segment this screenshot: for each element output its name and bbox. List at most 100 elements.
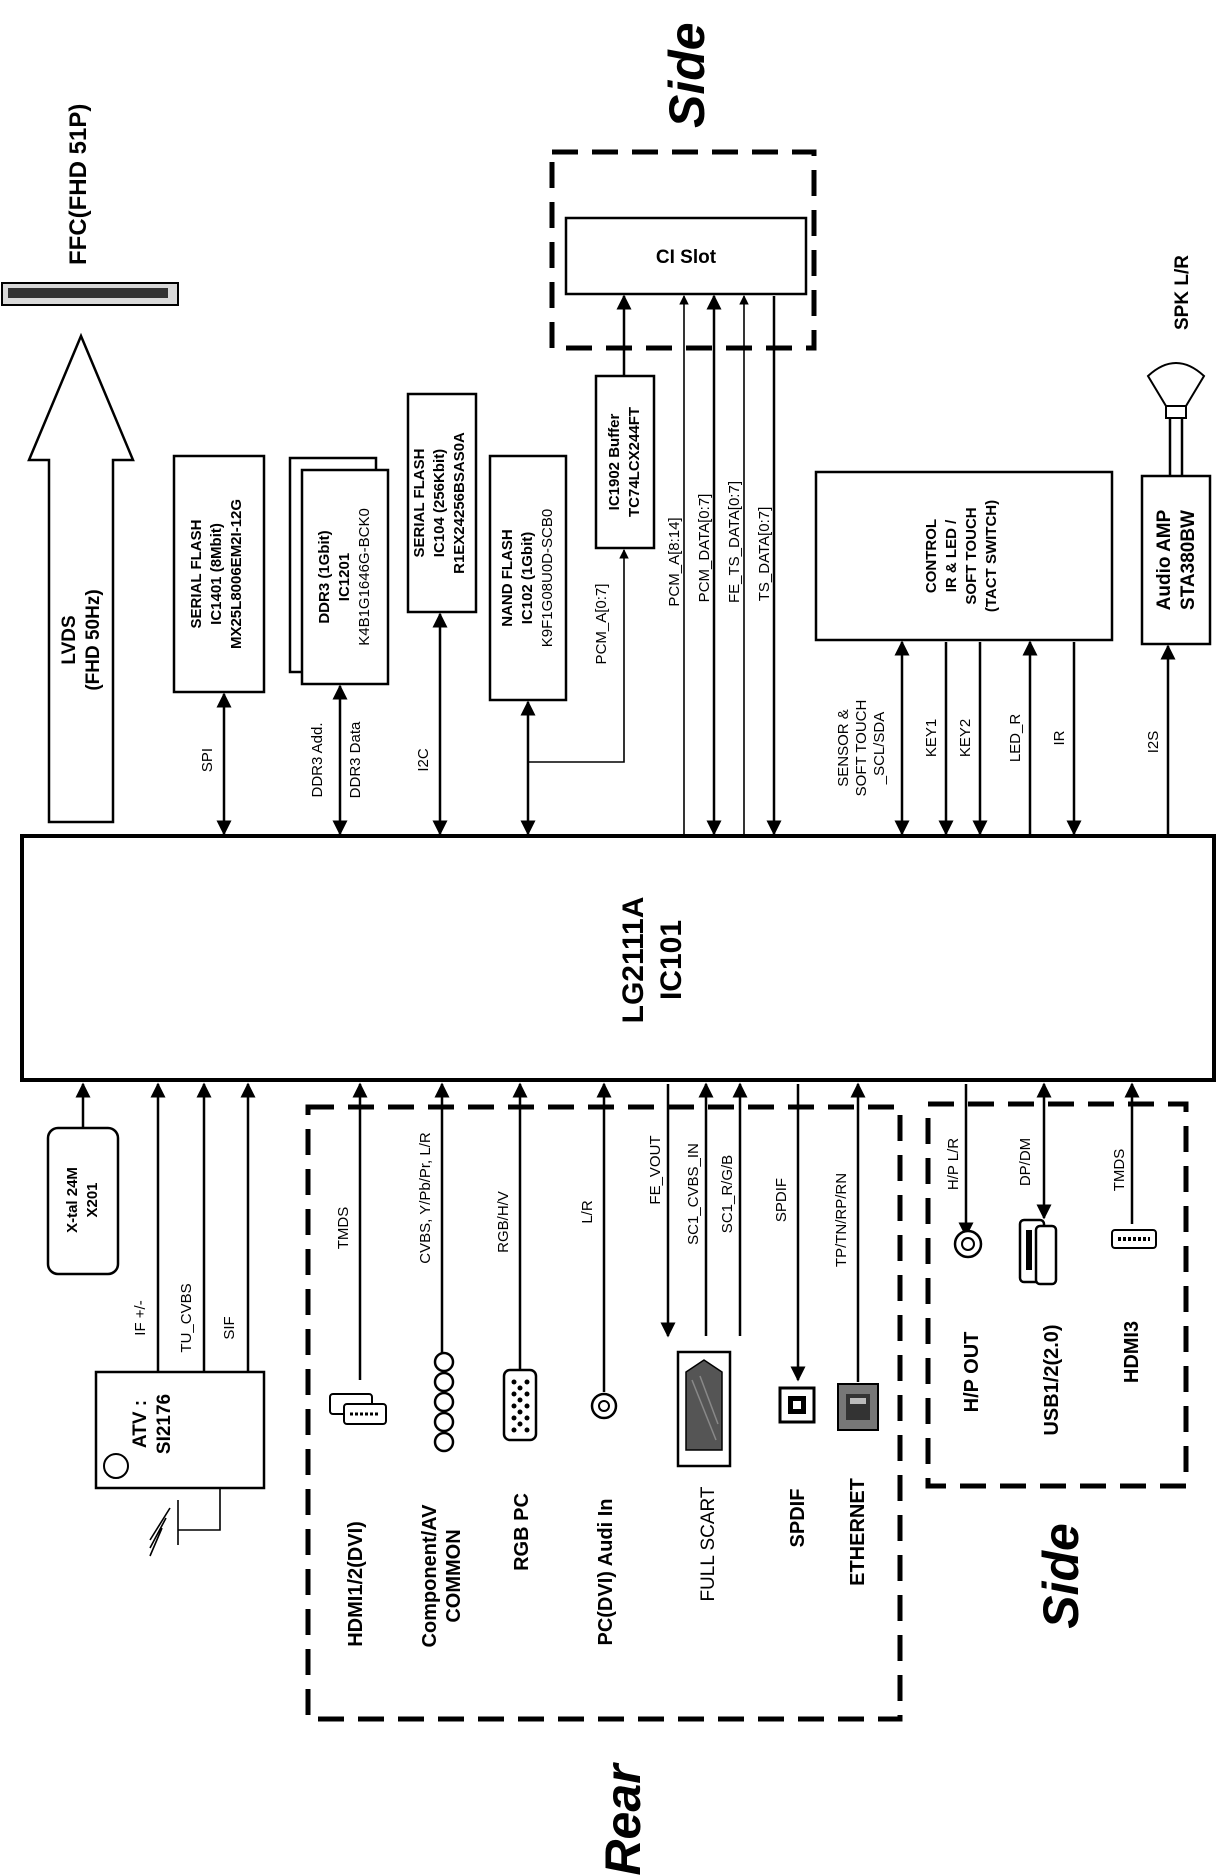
side-top-label: Side: [659, 22, 715, 128]
main-chip-label: LG2111A: [617, 897, 650, 1024]
usb-label: USB1/2(2.0): [1041, 1324, 1063, 1435]
ddr3-box: [300, 468, 390, 686]
serial-flash-1-title: SERIAL FLASH: [188, 520, 205, 629]
sig-if: IF +/-: [132, 1300, 149, 1335]
spdif-label: SPDIF: [787, 1489, 809, 1548]
sig-tmds-rear: TMDS: [335, 1207, 352, 1250]
sig-key1: KEY1: [923, 719, 940, 757]
side-bottom-label: Side: [1033, 1523, 1089, 1629]
side-top-region: [549, 149, 817, 351]
ci-slot-label: CI Slot: [656, 247, 717, 268]
xtal-box: [46, 1126, 120, 1276]
sig-spdif: SPDIF: [773, 1178, 790, 1222]
sig-sensor-1: SENSOR &: [835, 709, 852, 787]
serial-flash-2-box: [406, 392, 478, 614]
ffc-label: FFC(FHD 51P): [65, 104, 92, 265]
control-ir-led: IR & LED /: [943, 519, 960, 592]
pcm-a-0-7-link: [528, 549, 629, 763]
sig-pcm-data: PCM_DATA[0:7]: [696, 494, 713, 603]
side-bottom-region: [925, 1101, 1189, 1489]
sig-sensor-2: SOFT TOUCH: [853, 700, 870, 797]
nand-flash-part: K9F1G08U0D-SCB0: [539, 509, 556, 647]
rear-label: Rear: [595, 1762, 651, 1876]
ddr3-title: DDR3 (1Gbit): [316, 530, 333, 623]
sig-pcm-a-8-14: PCM_A[8:14]: [666, 517, 683, 606]
main-chip-ic: IC101: [655, 920, 688, 1000]
hdmi-port-icon: [329, 1393, 387, 1425]
tuner-jack-icon: [103, 1453, 129, 1479]
nand-flash-ic: IC102 (1Gbit): [519, 532, 536, 625]
sig-sensor-3: _SCL/SDA: [871, 712, 888, 786]
sig-i2c: I2C: [415, 748, 432, 772]
xtal-ref: X201: [84, 1182, 101, 1217]
control-tact-switch: (TACT SWITCH): [983, 500, 1000, 612]
nand-flash-title: NAND FLASH: [499, 529, 516, 627]
hdmi3-port-icon: [1111, 1229, 1157, 1249]
ddr3-ic: IC1201: [336, 553, 353, 601]
ethernet-label: ETHERNET: [847, 1478, 869, 1586]
main-chip-box: [20, 834, 1216, 1082]
sig-ir: IR: [1051, 730, 1068, 745]
hdmi3-label: HDMI3: [1121, 1321, 1143, 1383]
sig-ts-data: TS_DATA[0:7]: [756, 507, 773, 601]
control-soft-touch: SOFT TOUCH: [963, 507, 980, 604]
usb-port-icon: [1018, 1218, 1058, 1286]
nand-flash-box: [488, 454, 568, 702]
serial-flash-1-part: MX25L8006EM2I-12G: [228, 499, 245, 649]
audio-amp-box: [1140, 474, 1212, 646]
ethernet-port-icon: [837, 1383, 879, 1431]
audio-amp-title: Audio AMP: [1154, 509, 1175, 610]
sig-spi: SPI: [199, 748, 216, 772]
tuner-ground-icon: [149, 1488, 221, 1557]
serial-flash-2-title: SERIAL FLASH: [411, 449, 428, 558]
buffer-part: TC74LCX244FT: [626, 407, 643, 517]
sig-ddr3-data: DDR3 Data: [347, 721, 364, 798]
optical-port-icon: [778, 1386, 816, 1424]
sig-tp-tn: TP/TN/RP/RN: [833, 1173, 850, 1267]
component-label: Component/AV: [419, 1504, 441, 1648]
sig-pcm-a-0-7: PCM_A[0:7]: [593, 584, 610, 665]
control-title: CONTROL: [923, 519, 940, 593]
control-box: [814, 470, 1114, 642]
sig-tmds-side: TMDS: [1111, 1149, 1128, 1192]
component-common-label: COMMON: [443, 1529, 465, 1622]
headphone-jack-icon: [953, 1229, 983, 1259]
sig-fe-vout: FE_VOUT: [647, 1135, 664, 1204]
sig-i2s: I2S: [1145, 731, 1162, 754]
sig-lr: L/R: [579, 1200, 596, 1224]
sig-tu-cvbs: TU_CVBS: [178, 1283, 195, 1352]
sig-hp-lr: H/P L/R: [945, 1138, 962, 1190]
serial-flash-2-ic: IC104 (256Kbit): [431, 449, 448, 557]
buffer-box: [594, 374, 656, 550]
xtal-label: X-tal 24M: [64, 1167, 81, 1233]
scart-port-icon: [676, 1350, 732, 1468]
ci-slot-box: [564, 216, 808, 296]
ddr3-part: K4B1G1646G-BCK0: [356, 508, 373, 646]
sig-fe-ts-data: FE_TS_DATA[0:7]: [726, 481, 743, 603]
rgb-pc-label: RGB PC: [511, 1493, 533, 1571]
atv-part: SI2176: [154, 1394, 175, 1454]
sig-sc1-rgb: SC1_R/G/B: [719, 1155, 736, 1233]
speaker-icon: [1146, 362, 1206, 419]
serial-flash-1-ic: IC1401 (8Mbit): [208, 523, 225, 625]
audio-jack-icon: [590, 1392, 618, 1420]
serial-flash-1-box: [172, 454, 266, 694]
rca-jacks-icon: [433, 1351, 455, 1453]
sig-rgb-hv: RGB/H/V: [495, 1191, 512, 1253]
speaker-label: SPK L/R: [1172, 255, 1193, 330]
hp-out-label: H/P OUT: [961, 1332, 983, 1413]
audio-amp-part: STA380BW: [1178, 510, 1199, 610]
sig-sif: SIF: [221, 1316, 238, 1339]
pc-audio-label: PC(DVI) Audi In: [595, 1498, 617, 1645]
buffer-title: IC1902 Buffer: [606, 413, 623, 510]
vga-port-icon: [502, 1368, 538, 1442]
serial-flash-2-part: R1EX24256BSAS0A: [451, 432, 468, 574]
lvds-label: LVDS: [59, 615, 80, 664]
sig-cvbs-ypbpr: CVBS, Y/Pb/Pr, L/R: [417, 1132, 434, 1264]
sig-key2: KEY2: [957, 719, 974, 757]
sig-ddr3-add: DDR3 Add.: [309, 722, 326, 797]
full-scart-label: FULL SCART: [698, 1486, 719, 1601]
lvds-rate: (FHD 50Hz): [83, 589, 104, 690]
sig-sc1-cvbs: SC1_CVBS_IN: [685, 1143, 702, 1245]
